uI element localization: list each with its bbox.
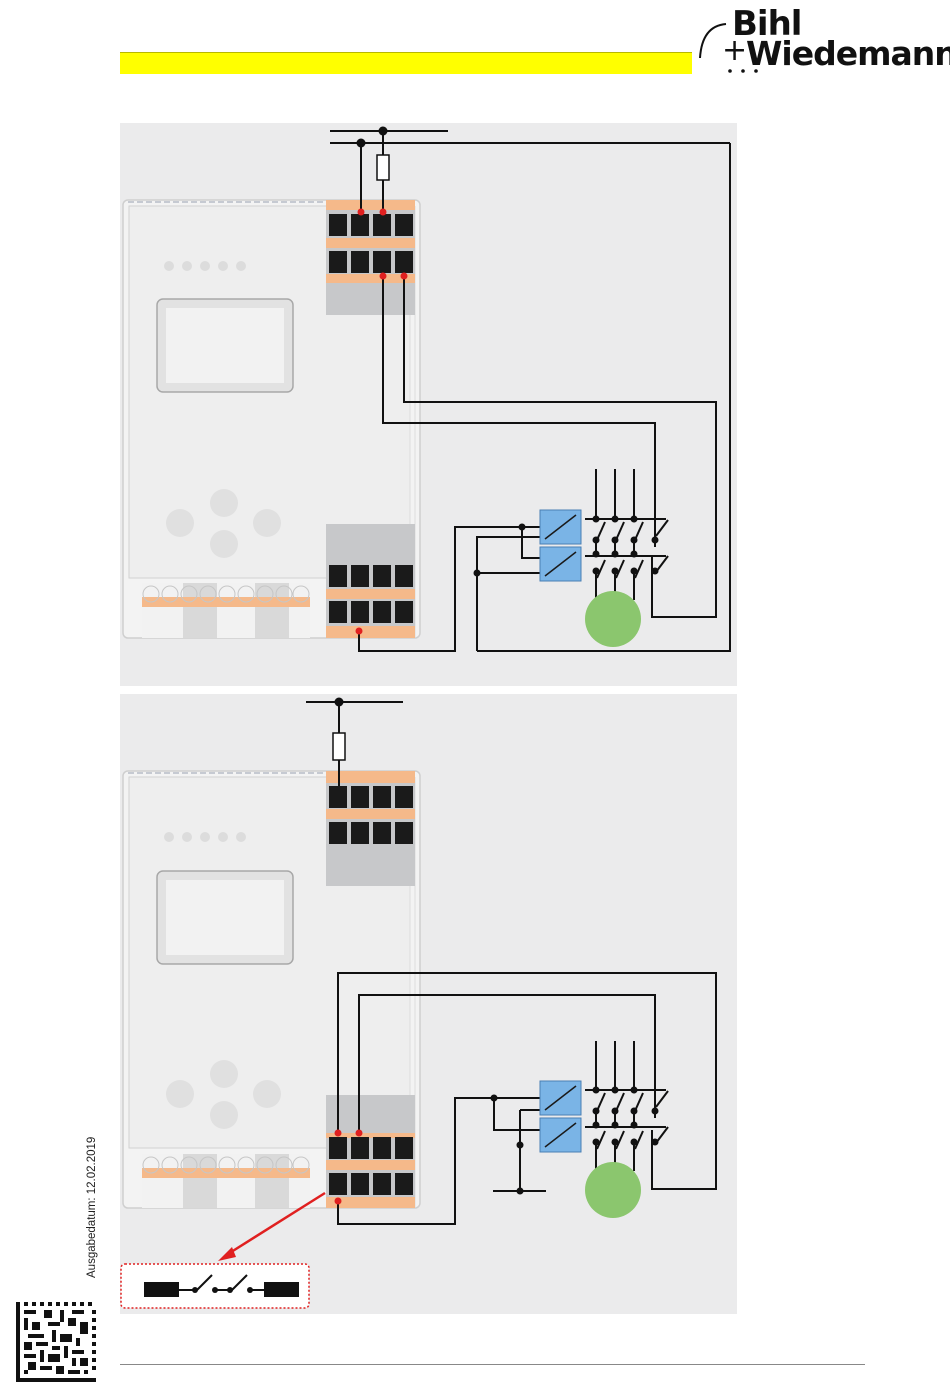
motor-icon (585, 591, 641, 647)
brand-plus-icon: + (722, 33, 747, 68)
header-color-bar (120, 52, 692, 74)
terminal-block-bottom (326, 524, 415, 638)
bottom-terminal-strip (142, 583, 310, 638)
motor-icon (585, 1162, 641, 1218)
logo-dots-icon (726, 67, 766, 75)
bottom-terminal-strip (142, 1154, 310, 1208)
wiring-diagram-2-svg (120, 694, 737, 1314)
contactor-coil-icon (540, 1081, 581, 1152)
contactor-coil-icon (540, 510, 581, 581)
footer-divider (120, 1364, 865, 1365)
fuse-icon (377, 155, 389, 180)
brand-name-line2: Wiedemann (746, 34, 950, 73)
emergency-stop-callout (121, 1264, 309, 1308)
display-screen (157, 871, 293, 964)
terminal-block-top (326, 200, 415, 315)
wiring-diagram-1-svg (120, 123, 737, 686)
brand-logo: Bihl + Wiedemann (696, 4, 926, 80)
terminal-block-top (326, 771, 415, 886)
wiring-diagram-2 (120, 694, 737, 1314)
issue-date: Ausgabedatum: 12.02.2019 (86, 1137, 98, 1278)
qr-code-icon (16, 1302, 96, 1382)
terminal-block-bottom (326, 1095, 415, 1208)
wiring-diagram-1 (120, 123, 737, 686)
display-screen (157, 299, 293, 392)
fuse-icon (333, 733, 345, 760)
